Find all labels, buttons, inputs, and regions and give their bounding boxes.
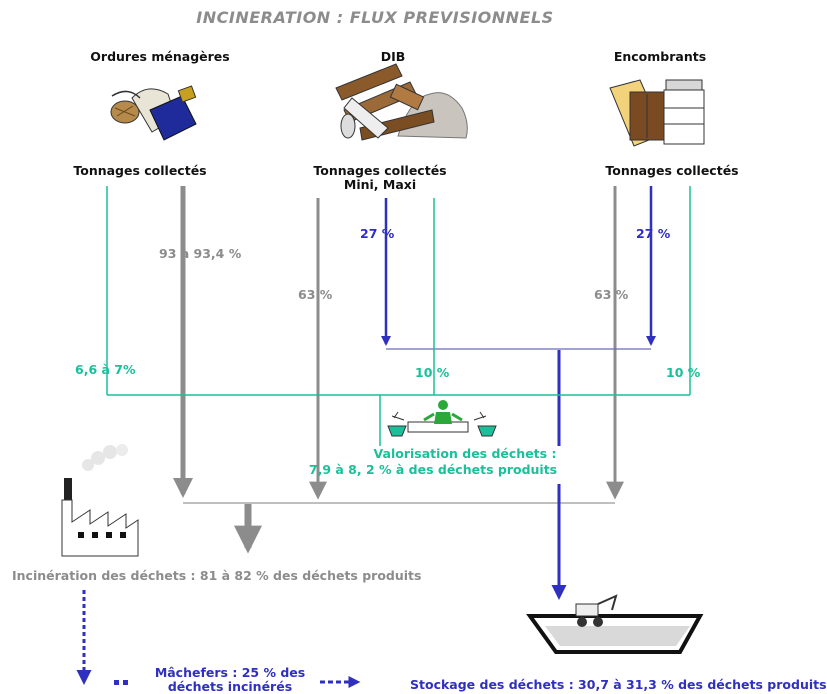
bulky-waste-icon: [609, 79, 705, 147]
tonnage-dib-sub: Mini, Maxi: [343, 177, 417, 192]
machefers-line1: Mâchefers : 25 % des: [154, 665, 306, 680]
pct-ordures-valorisation: 6,6 à 7%: [75, 362, 136, 377]
valorisation-line2: 7,9 à 8, 2 % à des déchets produits: [308, 462, 558, 477]
household-waste-icon: [110, 85, 197, 141]
stockage-label: Stockage des déchets : 30,7 à 31,3 % des…: [410, 677, 827, 692]
stockage-flows: [76, 186, 656, 688]
machefers-line2: déchets incinérés: [167, 679, 293, 694]
factory-icon: [61, 444, 139, 557]
pct-dib-incineration: 63 %: [298, 287, 333, 302]
source-ordures-name: Ordures ménagères: [90, 49, 230, 64]
incineration-flows: [173, 186, 624, 554]
sorting-worker-icon: [387, 400, 497, 437]
pct-dib-valorisation: 10 %: [415, 365, 450, 380]
valorisation-flows: [106, 186, 691, 446]
pct-dib-stockage: 27 %: [360, 226, 395, 241]
pct-ordures-incineration: 93 à 93,4 %: [159, 246, 242, 261]
pct-enc-incineration: 63 %: [594, 287, 629, 302]
tonnage-encombrants: Tonnages collectés: [605, 163, 739, 178]
source-encombrants-name: Encombrants: [613, 49, 707, 64]
pct-enc-valorisation: 10 %: [666, 365, 701, 380]
source-dib-name: DIB: [380, 49, 406, 64]
pct-enc-stockage: 27 %: [636, 226, 671, 241]
tonnage-dib: Tonnages collectés: [313, 163, 447, 178]
incineration-label: Incinération des déchets : 81 à 82 % des…: [12, 568, 422, 583]
industrial-waste-icon: [335, 63, 468, 141]
tonnage-ordures: Tonnages collectés: [73, 163, 207, 178]
valorisation-line1: Valorisation des déchets :: [373, 446, 557, 461]
diagram-title: INCINERATION : FLUX PREVISIONNELS: [196, 8, 554, 27]
landfill-icon: [526, 594, 704, 654]
